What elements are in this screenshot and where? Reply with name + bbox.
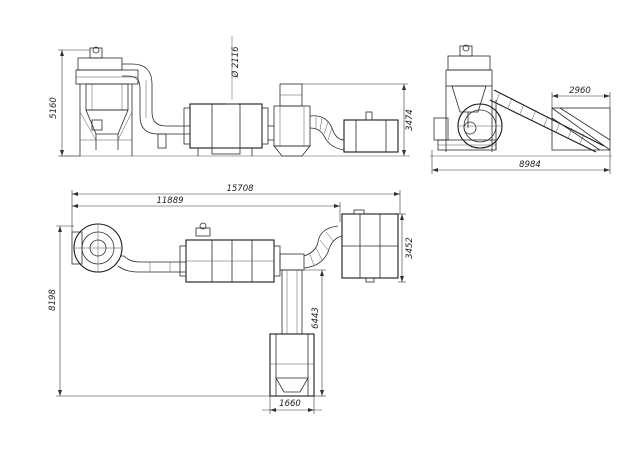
dim-overall-depth-plan: 8198: [48, 225, 270, 397]
plan-view: 15708 11889 8198 3452: [48, 184, 415, 414]
inclined-conveyor: [489, 89, 611, 153]
dim-label-5160: 5160: [49, 97, 59, 119]
dim-drum-diameter: Ø 2116: [230, 46, 241, 79]
dim-label-11889: 11889: [156, 196, 183, 206]
exhaust-duct: [122, 63, 190, 149]
drum-plan: [179, 222, 281, 283]
end-view: 2960 8984: [430, 44, 612, 174]
rotary-drum: [183, 36, 269, 156]
dim-label-8198: 8198: [48, 289, 58, 311]
dim-hopper-height: 3474: [300, 83, 415, 156]
dim-bin-depth-plan: 3452: [398, 213, 415, 283]
duct-plan: [117, 255, 186, 273]
dim-label-3474: 3474: [405, 109, 415, 131]
cyclone-filter-unit: [75, 46, 139, 156]
dim-label-3452: 3452: [405, 237, 415, 259]
dim-drum-length-plan: 11889: [72, 196, 341, 222]
cyclone-plan: [71, 223, 123, 273]
filter-tower-end: [445, 44, 493, 152]
dim-height-side: 5160: [49, 49, 90, 157]
flexible-duct: [309, 115, 345, 151]
dim-label-1660: 1660: [279, 399, 301, 409]
storage-bin: [343, 111, 399, 153]
dim-conveyor-width: 2960: [551, 86, 611, 108]
feed-hopper-assembly: [268, 83, 311, 157]
storage-bin-plan: [341, 209, 399, 283]
side-view: 5160 Ø 2116 3474: [49, 36, 415, 157]
dim-overall-width-end: 8984: [431, 150, 611, 174]
flex-duct-plan: [279, 225, 343, 271]
dim-label-2960: 2960: [569, 86, 591, 96]
dim-label-8984: 8984: [519, 160, 541, 170]
dim-conveyor-length-plan: 6443: [304, 269, 326, 397]
dim-label-6443: 6443: [311, 307, 321, 329]
dim-label-15708: 15708: [226, 184, 254, 194]
dim-overall-length-plan: 15708: [71, 184, 401, 232]
dim-label-drum-diameter: Ø 2116: [230, 46, 241, 79]
conveyor-plan: [269, 269, 315, 397]
dim-hopper-width-plan: 1660: [262, 396, 322, 414]
